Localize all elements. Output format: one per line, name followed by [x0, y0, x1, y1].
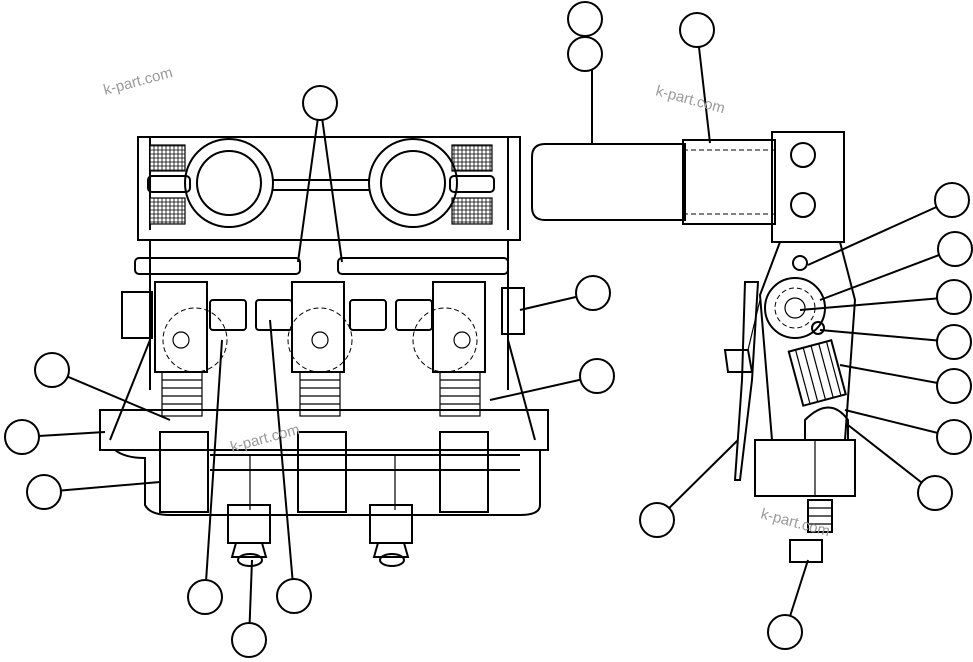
spool-3 [412, 281, 489, 513]
callout-balloons [4, 1, 973, 658]
callout-balloon [917, 475, 953, 511]
callout-balloon [276, 578, 312, 614]
watermark: k-part.com [102, 64, 175, 99]
callout-balloon [679, 12, 715, 48]
callout-balloon [567, 1, 603, 37]
valve-side-view [531, 131, 857, 563]
callout-balloon [187, 579, 223, 615]
callout-balloon [936, 324, 972, 360]
callout-balloon [567, 36, 603, 72]
callout-balloon [4, 419, 40, 455]
watermarks: k-part.com k-part.com k-part.com k-part.… [102, 64, 832, 540]
callout-balloon [936, 368, 972, 404]
spool-1 [154, 281, 228, 513]
callout-balloon [579, 358, 615, 394]
callout-balloon [34, 352, 70, 388]
callout-balloon [934, 182, 970, 218]
callout-balloon [575, 275, 611, 311]
valve-front-view [99, 136, 549, 567]
callout-balloon [639, 502, 675, 538]
callout-balloon [767, 614, 803, 650]
spool-2 [287, 281, 353, 513]
leader-lines [21, 29, 956, 641]
callout-balloon [302, 85, 338, 121]
callout-balloon [936, 419, 972, 455]
callout-balloon [231, 622, 267, 658]
callout-balloon [937, 231, 973, 267]
watermark: k-part.com [759, 505, 832, 540]
callout-balloon [26, 474, 62, 510]
watermark: k-part.com [654, 82, 727, 117]
callout-balloon [936, 279, 972, 315]
